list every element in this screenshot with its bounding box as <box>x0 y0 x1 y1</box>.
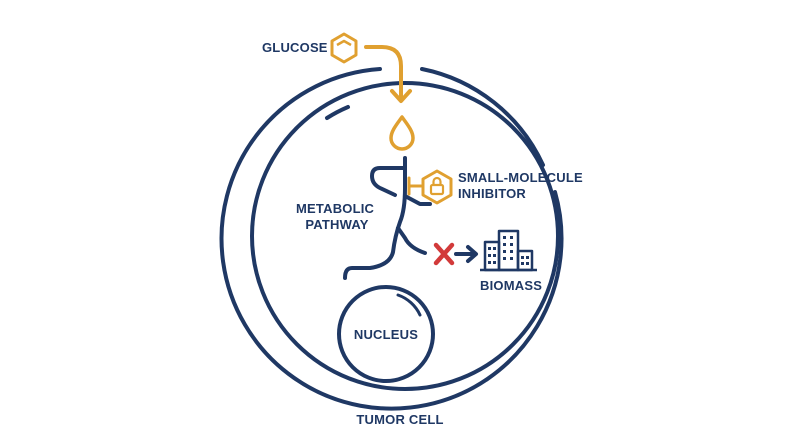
glucose-arrow <box>364 45 412 103</box>
glucose-label: GLUCOSE <box>262 40 328 55</box>
inhibitor-connector <box>407 176 423 196</box>
inhibitor-label-line2: INHIBITOR <box>458 186 526 201</box>
glucose-icon <box>330 32 358 64</box>
nucleus <box>337 285 435 383</box>
tumor-cell-label: TUMOR CELL <box>356 412 443 427</box>
metabolic-pathway-branches <box>343 156 432 280</box>
buildings-icon <box>480 229 537 272</box>
cell-membrane <box>219 67 564 411</box>
red-x-icon <box>433 242 455 266</box>
nucleus-label: NUCLEUS <box>354 327 418 342</box>
pathway-label-line2: PATHWAY <box>305 217 368 232</box>
droplet-icon <box>389 115 415 151</box>
pathway-label: METABOLIC PATHWAY <box>296 201 378 232</box>
padlock-hexagon-icon <box>421 169 453 205</box>
inhibitor-label: SMALL-MOLECULE INHIBITOR <box>458 170 587 201</box>
arrow-right-icon <box>454 245 478 263</box>
pathway-label-line1: METABOLIC <box>296 201 375 216</box>
inhibitor-label-line1: SMALL-MOLECULE <box>458 170 583 185</box>
biomass-label: BIOMASS <box>480 278 542 293</box>
